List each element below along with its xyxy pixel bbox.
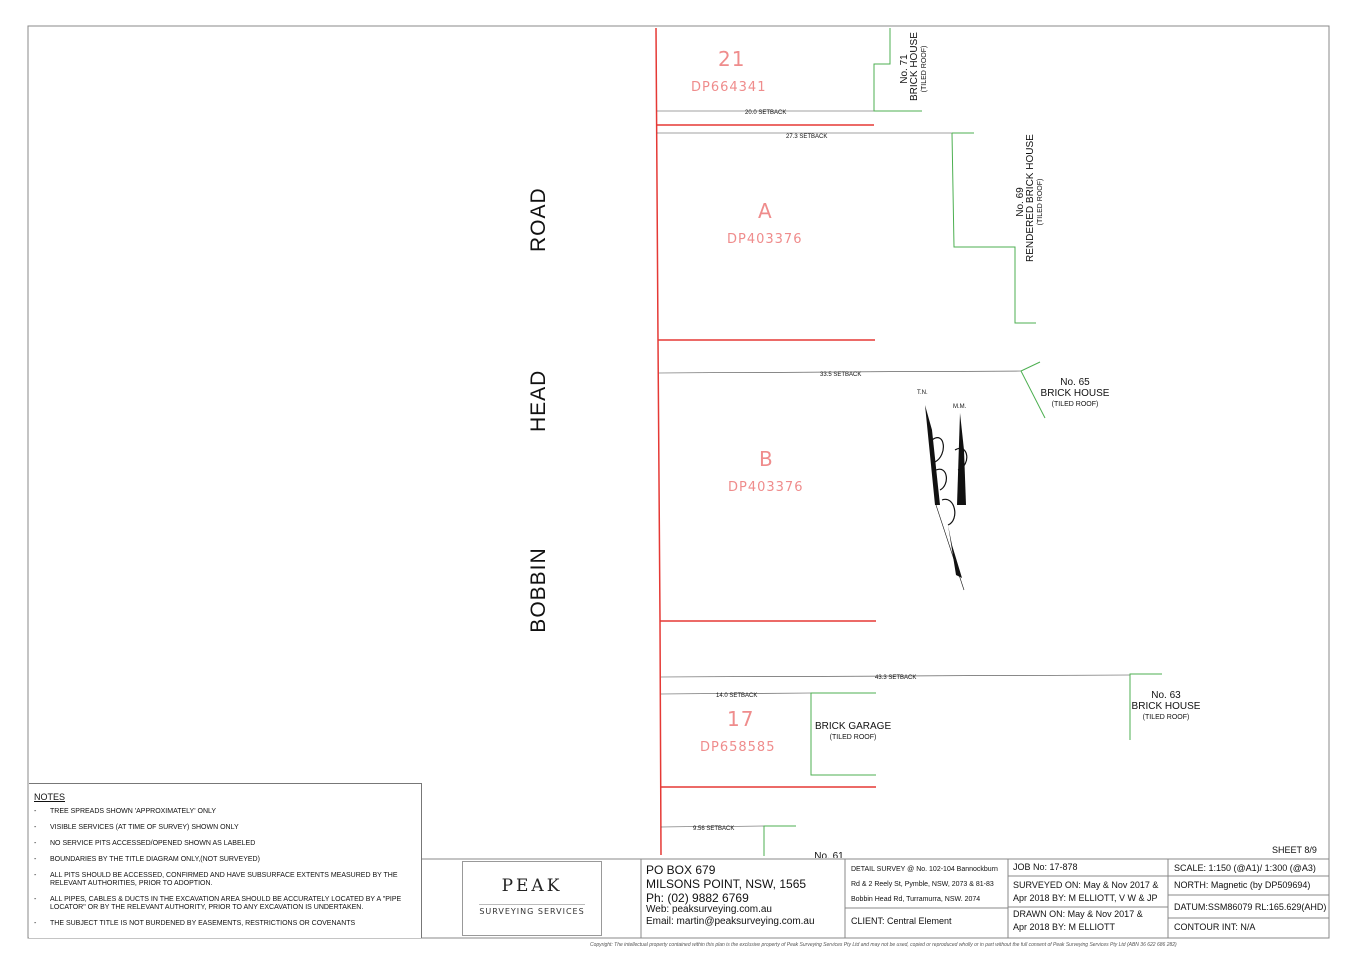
job-number: JOB No: 17-878 <box>1013 862 1078 872</box>
garage-label: BRICK GARAGE (TILED ROOF) <box>815 721 891 743</box>
contour-info: CONTOUR INT: N/A <box>1174 922 1256 932</box>
house-label-no71: No. 71 BRICK HOUSE (TILED ROOF) <box>899 32 930 101</box>
house-type: RENDERED BRICK HOUSE <box>1025 134 1036 262</box>
lot-a-dp: DP403376 <box>727 232 803 247</box>
setback-label: 20.0 SETBACK <box>745 110 787 116</box>
lot-17-dp: DP658585 <box>700 740 776 755</box>
contact-city: MILSONS POINT, NSW, 1565 <box>646 877 807 891</box>
house-label-no61: No. 61 <box>814 851 844 858</box>
setback-dimension-line <box>658 370 1022 374</box>
setback-label: 14.0 SETBACK <box>716 693 758 699</box>
lot-b-number: B <box>759 447 774 471</box>
contact-web[interactable]: Web: peaksurveying.com.au <box>646 904 772 915</box>
datum-info: DATUM:SSM86079 RL:165.629(AHD) <box>1174 902 1327 912</box>
note-item: THE SUBJECT TITLE IS NOT BURDENED BY EAS… <box>34 920 421 928</box>
garage-outline <box>810 692 876 776</box>
magnetic-north-label: M.M. <box>953 404 967 410</box>
house-roof: (TILED ROOF) <box>1142 714 1190 721</box>
house-label-no65: No. 65 BRICK HOUSE (TILED ROOF) <box>1040 377 1110 410</box>
setback-dimension-line <box>660 692 812 695</box>
client-name: CLIENT: Central Element <box>851 916 952 926</box>
drawn-on-line-1: DRAWN ON: May & Nov 2017 & <box>1013 909 1143 919</box>
sheet-number: SHEET 8/9 <box>1272 845 1317 855</box>
surveyed-on-line-2: Apr 2018 BY: M ELLIOTT, V W & JP <box>1013 893 1158 903</box>
note-item: ALL PITS SHOULD BE ACCESSED, CONFIRMED A… <box>34 872 421 888</box>
surveyed-on-line-1: SURVEYED ON: May & Nov 2017 & <box>1013 880 1159 890</box>
road-name-head: HEAD <box>527 369 550 432</box>
road-boundary-line <box>655 27 662 856</box>
house-outline-no65 <box>1020 361 1046 419</box>
road-name-road: ROAD <box>527 187 550 252</box>
house-label-no63: No. 63 BRICK HOUSE (TILED ROOF) <box>1131 690 1201 723</box>
logo-name: PEAK <box>501 876 563 896</box>
magnetic-north-needle <box>957 413 966 505</box>
scale-info: SCALE: 1:150 (@A1)/ 1:300 (@A3) <box>1174 863 1316 873</box>
sheet-frame <box>27 25 1330 939</box>
note-item: NO SERVICE PITS ACCESSED/OPENED SHOWN AS… <box>34 840 421 848</box>
true-north-needle <box>925 405 940 505</box>
lot-21-number: 21 <box>718 47 746 71</box>
true-north-label: T.N. <box>917 390 928 396</box>
north-info: NORTH: Magnetic (by DP509694) <box>1174 880 1311 890</box>
note-item: ALL PIPES, CABLES & DUCTS IN THE EXCAVAT… <box>34 896 421 912</box>
notes-title: NOTES <box>34 792 66 802</box>
house-outline-no71 <box>873 28 922 112</box>
contact-box: PO BOX 679 <box>646 863 716 877</box>
notes-panel: NOTES TREE SPREADS SHOWN 'APPROXIMATELY'… <box>29 783 422 938</box>
contact-phone: Ph: (02) 9882 6769 <box>646 891 749 905</box>
house-roof: (TILED ROOF) <box>921 45 928 93</box>
house-number: No. 63 <box>1151 690 1181 701</box>
lot-17-number: 17 <box>727 707 755 731</box>
house-outline-no69 <box>951 132 1036 324</box>
house-outline-no61 <box>763 825 796 856</box>
garage-type: BRICK GARAGE <box>815 721 892 732</box>
setback-label: 27.3 SETBACK <box>786 134 828 140</box>
lot-a-number: A <box>758 199 773 223</box>
house-number: No. 65 <box>1060 377 1090 388</box>
note-item: BOUNDARIES BY THE TITLE DIAGRAM ONLY,(NO… <box>34 856 421 864</box>
north-arrow <box>925 405 968 591</box>
north-needle-tail <box>948 525 962 578</box>
house-roof: (TILED ROOF) <box>1037 178 1044 226</box>
house-type: BRICK HOUSE <box>909 32 920 101</box>
setback-dimension-line <box>660 825 765 828</box>
copyright-notice: Copyright: The intellectual property con… <box>590 942 1177 948</box>
house-outline-no63 <box>1129 673 1162 740</box>
detail-line-1: DETAIL SURVEY @ No. 102-104 Bannockburn <box>851 866 998 873</box>
road-name-bobbin: BOBBIN <box>527 547 550 633</box>
notes-list: TREE SPREADS SHOWN 'APPROXIMATELY' ONLY … <box>29 808 421 928</box>
north-arrow-axis <box>935 504 965 591</box>
north-arrow-flourish <box>931 437 968 526</box>
house-type: BRICK HOUSE <box>1040 388 1110 399</box>
contact-email[interactable]: Email: martin@peaksurveying.com.au <box>646 916 815 927</box>
drawn-on-line-2: Apr 2018 BY: M ELLIOTT <box>1013 922 1116 932</box>
setback-dimension-line <box>660 674 1131 678</box>
setback-label: 33.5 SETBACK <box>820 372 862 378</box>
lot-21-dp: DP664341 <box>691 80 767 95</box>
detail-line-3: Bobbin Head Rd, Turramurra, NSW. 2074 <box>851 896 981 903</box>
house-roof: (TILED ROOF) <box>1051 401 1099 408</box>
setback-label: 9.56 SETBACK <box>693 826 735 832</box>
note-item: TREE SPREADS SHOWN 'APPROXIMATELY' ONLY <box>34 808 421 816</box>
detail-line-2: Rd & 2 Reely St, Pymble, NSW, 2073 & 81-… <box>851 881 994 888</box>
house-type: BRICK HOUSE <box>1131 701 1201 712</box>
house-label-no69: No. 69 RENDERED BRICK HOUSE (TILED ROOF) <box>1015 134 1046 262</box>
lot-b-dp: DP403376 <box>728 480 804 495</box>
garage-roof: (TILED ROOF) <box>829 734 877 741</box>
setback-label: 43.3 SETBACK <box>875 675 917 681</box>
logo-subtitle: SURVEYING SERVICES <box>479 904 585 916</box>
note-item: VISIBLE SERVICES (AT TIME OF SURVEY) SHO… <box>34 824 421 832</box>
company-logo: PEAK SURVEYING SERVICES <box>462 861 602 936</box>
